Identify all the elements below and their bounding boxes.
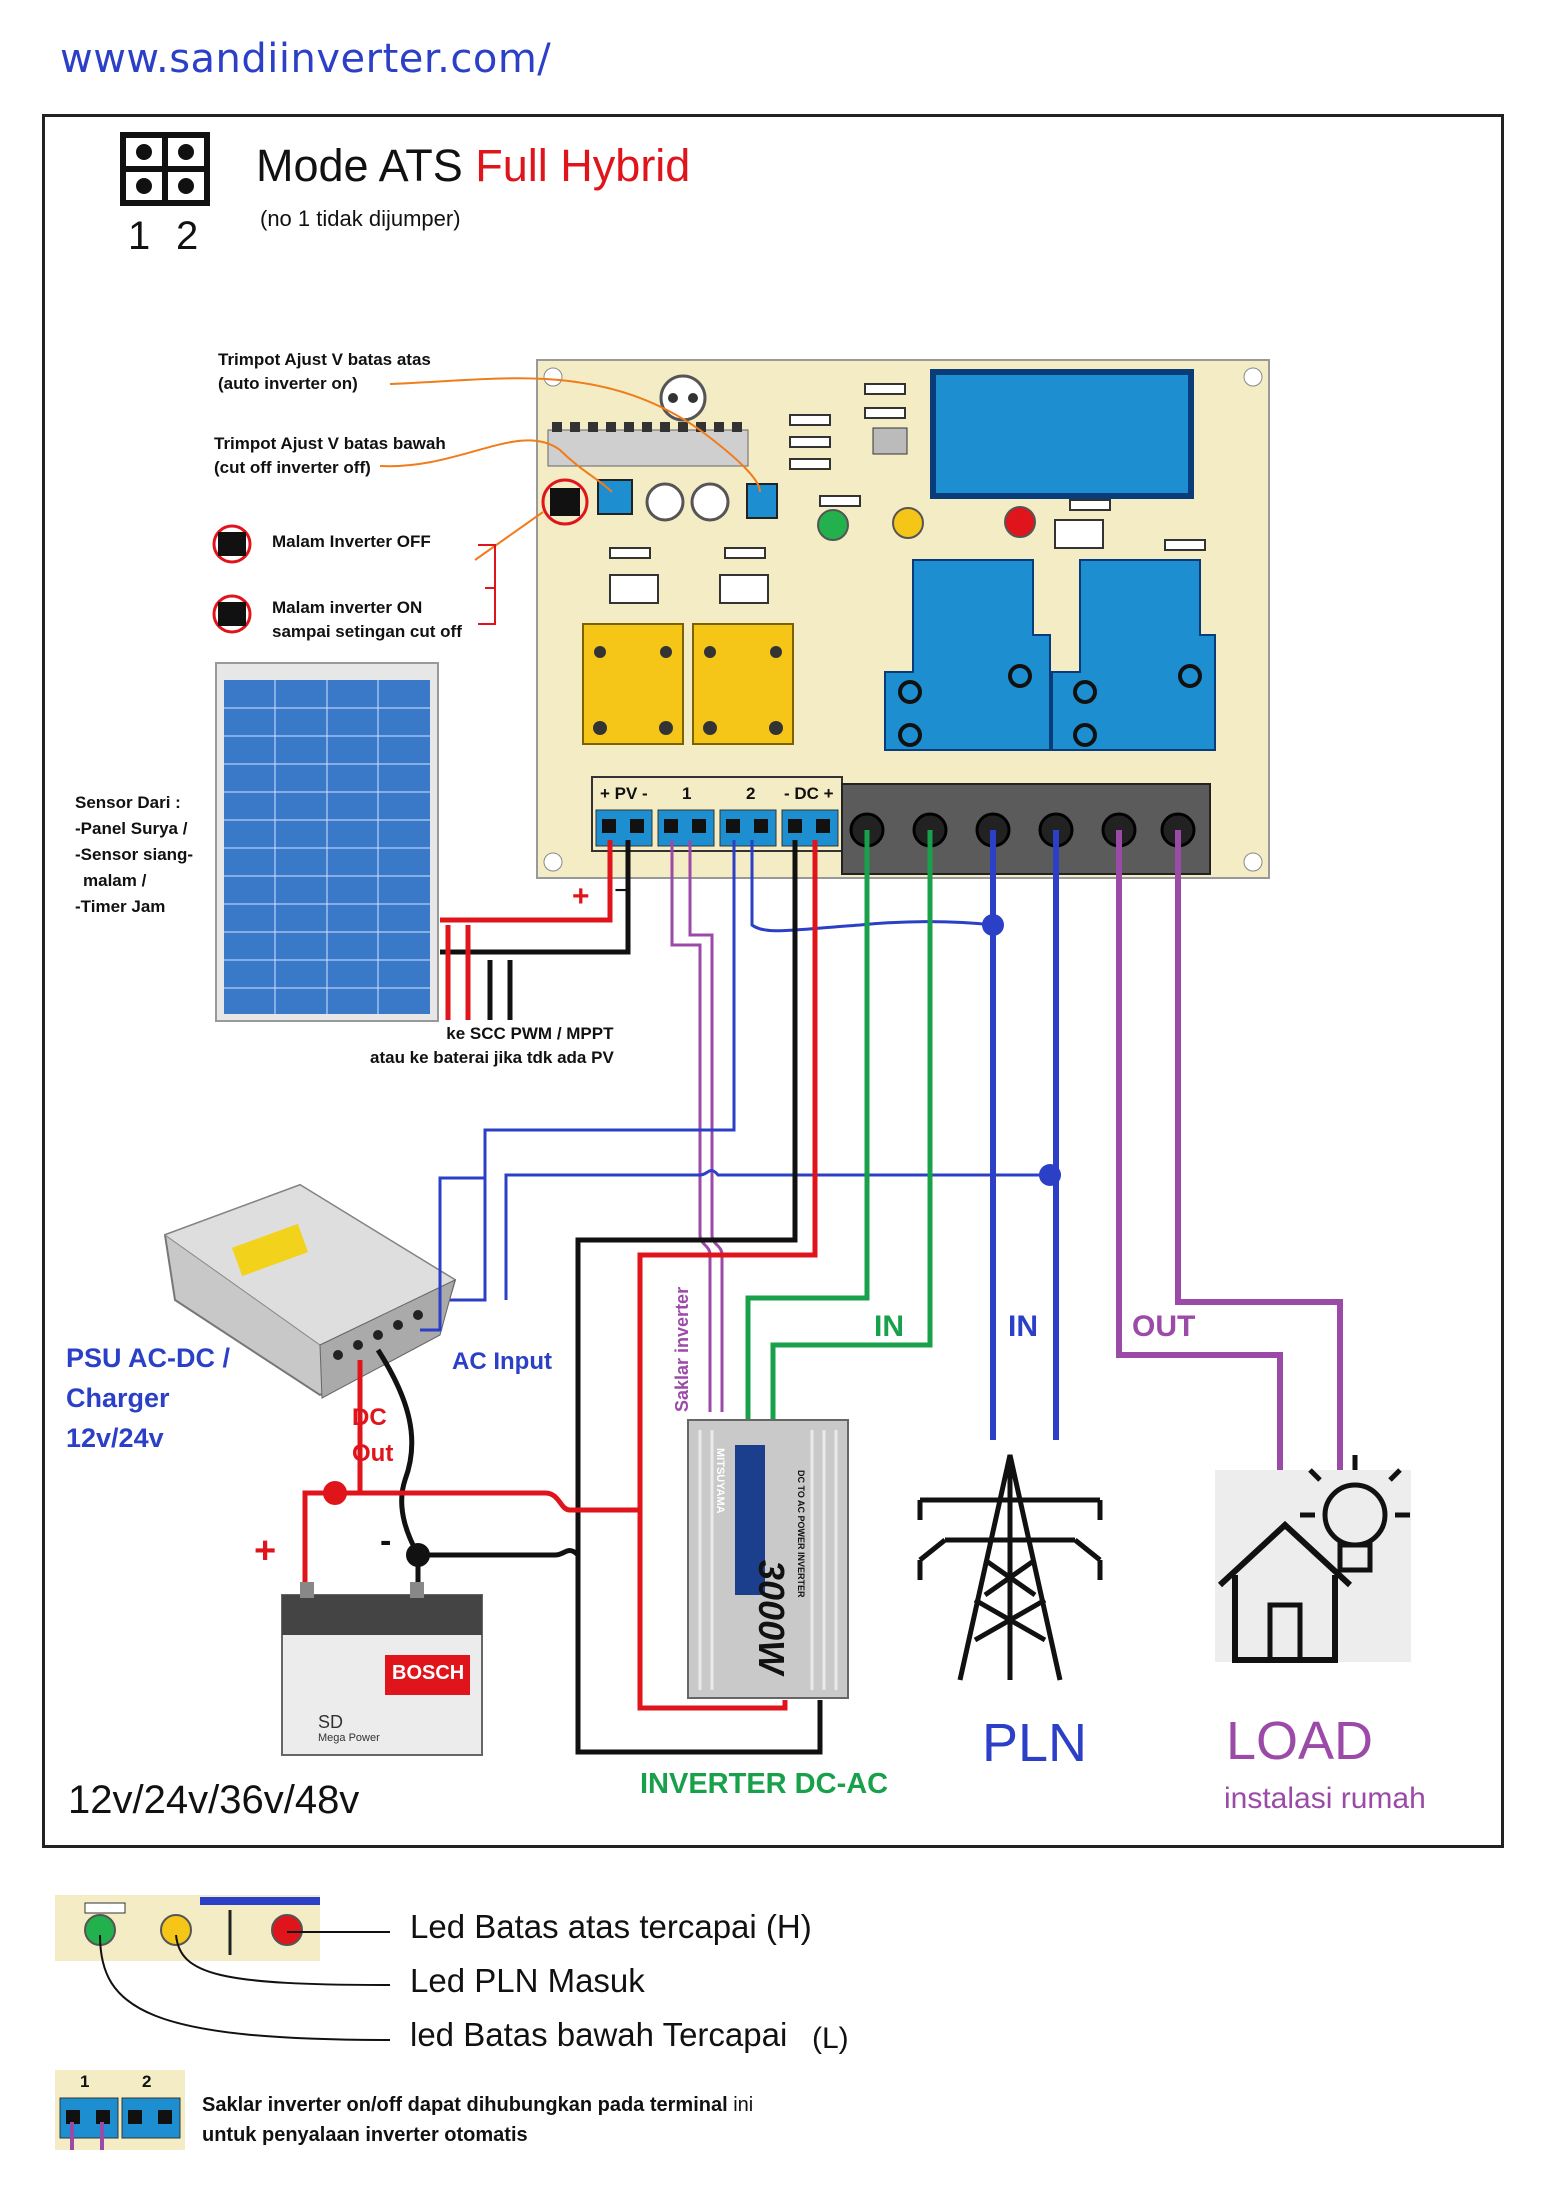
jumper-icon bbox=[120, 132, 210, 206]
battery-plus-sign: + bbox=[254, 1530, 277, 1572]
inverter bbox=[687, 1419, 849, 1699]
legend-switch-note-line2: untuk penyalaan inverter otomatis bbox=[202, 2124, 528, 2146]
dc-out-line2: Out bbox=[352, 1440, 394, 1467]
trimpot-lower-label: Trimpot Ajust V batas bawah (cut off inv… bbox=[214, 432, 446, 480]
mode-title: Mode ATS Full Hybrid bbox=[256, 140, 690, 192]
load-icon bbox=[1215, 1455, 1411, 1663]
inverter-brand: MITSUYAMA bbox=[714, 1448, 726, 1514]
jumper-number-1: 1 bbox=[128, 214, 151, 258]
terminal-pv-label: + PV - bbox=[600, 784, 648, 803]
inverter-subtitle: DC TO AC POWER INVERTER bbox=[796, 1470, 806, 1598]
pln-label: PLN bbox=[982, 1713, 1088, 1773]
legend-switch-note: Saklar inverter on/off dapat dihubungkan… bbox=[202, 2090, 753, 2150]
legend-led-low-suffix: (L) bbox=[812, 2022, 849, 2055]
legend-led-high: Led Batas atas tercapai (H) bbox=[410, 1908, 812, 1945]
mode-title-prefix: Mode ATS bbox=[256, 140, 463, 191]
battery-model: SD bbox=[318, 1712, 344, 1732]
legend-term-2: 2 bbox=[142, 2072, 152, 2091]
mode-title-highlight: Full Hybrid bbox=[475, 140, 691, 191]
terminal-dc-label: - DC + bbox=[784, 784, 834, 803]
terminal-2-label: 2 bbox=[746, 784, 756, 803]
in-label-inverter: IN bbox=[874, 1310, 904, 1343]
legend-switch-note-line1: Saklar inverter on/off dapat dihubungkan… bbox=[202, 2094, 728, 2116]
battery-brand: BOSCH bbox=[392, 1662, 465, 1684]
battery bbox=[281, 1582, 483, 1756]
in-label-pln: IN bbox=[1008, 1310, 1038, 1343]
dc-out-label: DC Out bbox=[352, 1400, 393, 1472]
dc-out-line1: DC bbox=[352, 1404, 387, 1431]
pv-plus-sign: + bbox=[572, 880, 590, 913]
sensor-item-1: -Panel Surya / bbox=[75, 819, 188, 838]
legend-terminal bbox=[55, 2070, 185, 2150]
legend-term-1: 1 bbox=[80, 2072, 90, 2091]
battery-model-sub: Mega Power bbox=[318, 1732, 380, 1744]
psu-charger bbox=[163, 1183, 457, 1399]
trimpot-lower-line1: Trimpot Ajust V batas bawah bbox=[214, 434, 446, 453]
pln-tower-icon bbox=[917, 1454, 1103, 1681]
pv-minus-sign: − bbox=[614, 874, 632, 907]
inverter-power: 3000W bbox=[751, 1560, 792, 1675]
trimpot-upper-label: Trimpot Ajust V batas atas (auto inverte… bbox=[218, 348, 431, 396]
out-label: OUT bbox=[1132, 1310, 1196, 1343]
solar-panel bbox=[215, 662, 439, 1022]
diagram-frame bbox=[42, 114, 1504, 1848]
jumper-number-2: 2 bbox=[176, 214, 199, 258]
trimpot-upper-line2: (auto inverter on) bbox=[218, 374, 358, 393]
inverter-label: INVERTER DC-AC bbox=[640, 1768, 889, 1800]
malam-on-line2: sampai setingan cut off bbox=[272, 622, 462, 641]
sensor-item-2: -Sensor siang- bbox=[75, 845, 194, 864]
trimpot-pointers bbox=[379, 377, 761, 561]
malam-on-label: Malam inverter ON sampai setingan cut of… bbox=[272, 596, 462, 644]
load-sublabel: instalasi rumah bbox=[1224, 1782, 1426, 1815]
sensor-source-label: Sensor Dari : -Panel Surya / -Sensor sia… bbox=[75, 790, 193, 920]
scc-line2: atau ke baterai jika tdk ada PV bbox=[370, 1048, 614, 1067]
sensor-item-4: -Timer Jam bbox=[75, 897, 166, 916]
psu-line1: PSU AC-DC / bbox=[66, 1343, 231, 1373]
scc-label: ke SCC PWM / MPPT atau ke baterai jika t… bbox=[370, 1022, 614, 1070]
trimpot-lower-line2: (cut off inverter off) bbox=[214, 458, 371, 477]
sensor-title: Sensor Dari : bbox=[75, 793, 181, 812]
pcb-board bbox=[536, 359, 1270, 879]
legend-switch-note-suffix: ini bbox=[733, 2094, 754, 2116]
legend-led-low: led Batas bawah Tercapai bbox=[410, 2016, 788, 2053]
legend-board bbox=[55, 1895, 320, 1961]
battery-minus-sign: - bbox=[380, 1522, 392, 1560]
legend-switch-note-line1-wrap: Saklar inverter on/off dapat dihubungkan… bbox=[202, 2090, 753, 2120]
malam-off-label: Malam Inverter OFF bbox=[272, 532, 431, 551]
psu-label: PSU AC-DC / Charger 12v/24v bbox=[66, 1338, 230, 1458]
psu-line2: Charger bbox=[66, 1383, 170, 1413]
battery-voltage: 12v/24v/36v/48v bbox=[68, 1778, 360, 1822]
mode-subtitle: (no 1 tidak dijumper) bbox=[260, 206, 461, 231]
load-label: LOAD bbox=[1226, 1711, 1374, 1771]
trimpot-upper-line1: Trimpot Ajust V batas atas bbox=[218, 350, 431, 369]
saklar-inverter-label: Saklar inverter bbox=[672, 1286, 692, 1412]
legend-led-pln: Led PLN Masuk bbox=[410, 1962, 645, 1999]
malam-on-line1: Malam inverter ON bbox=[272, 598, 423, 617]
psu-line3: 12v/24v bbox=[66, 1423, 164, 1453]
site-url[interactable]: www.sandiinverter.com/ bbox=[60, 36, 552, 82]
terminal-1-label: 1 bbox=[682, 784, 692, 803]
scc-line1: ke SCC PWM / MPPT bbox=[446, 1024, 614, 1043]
sensor-item-3: malam / bbox=[83, 871, 147, 890]
ac-input-label: AC Input bbox=[452, 1348, 552, 1375]
